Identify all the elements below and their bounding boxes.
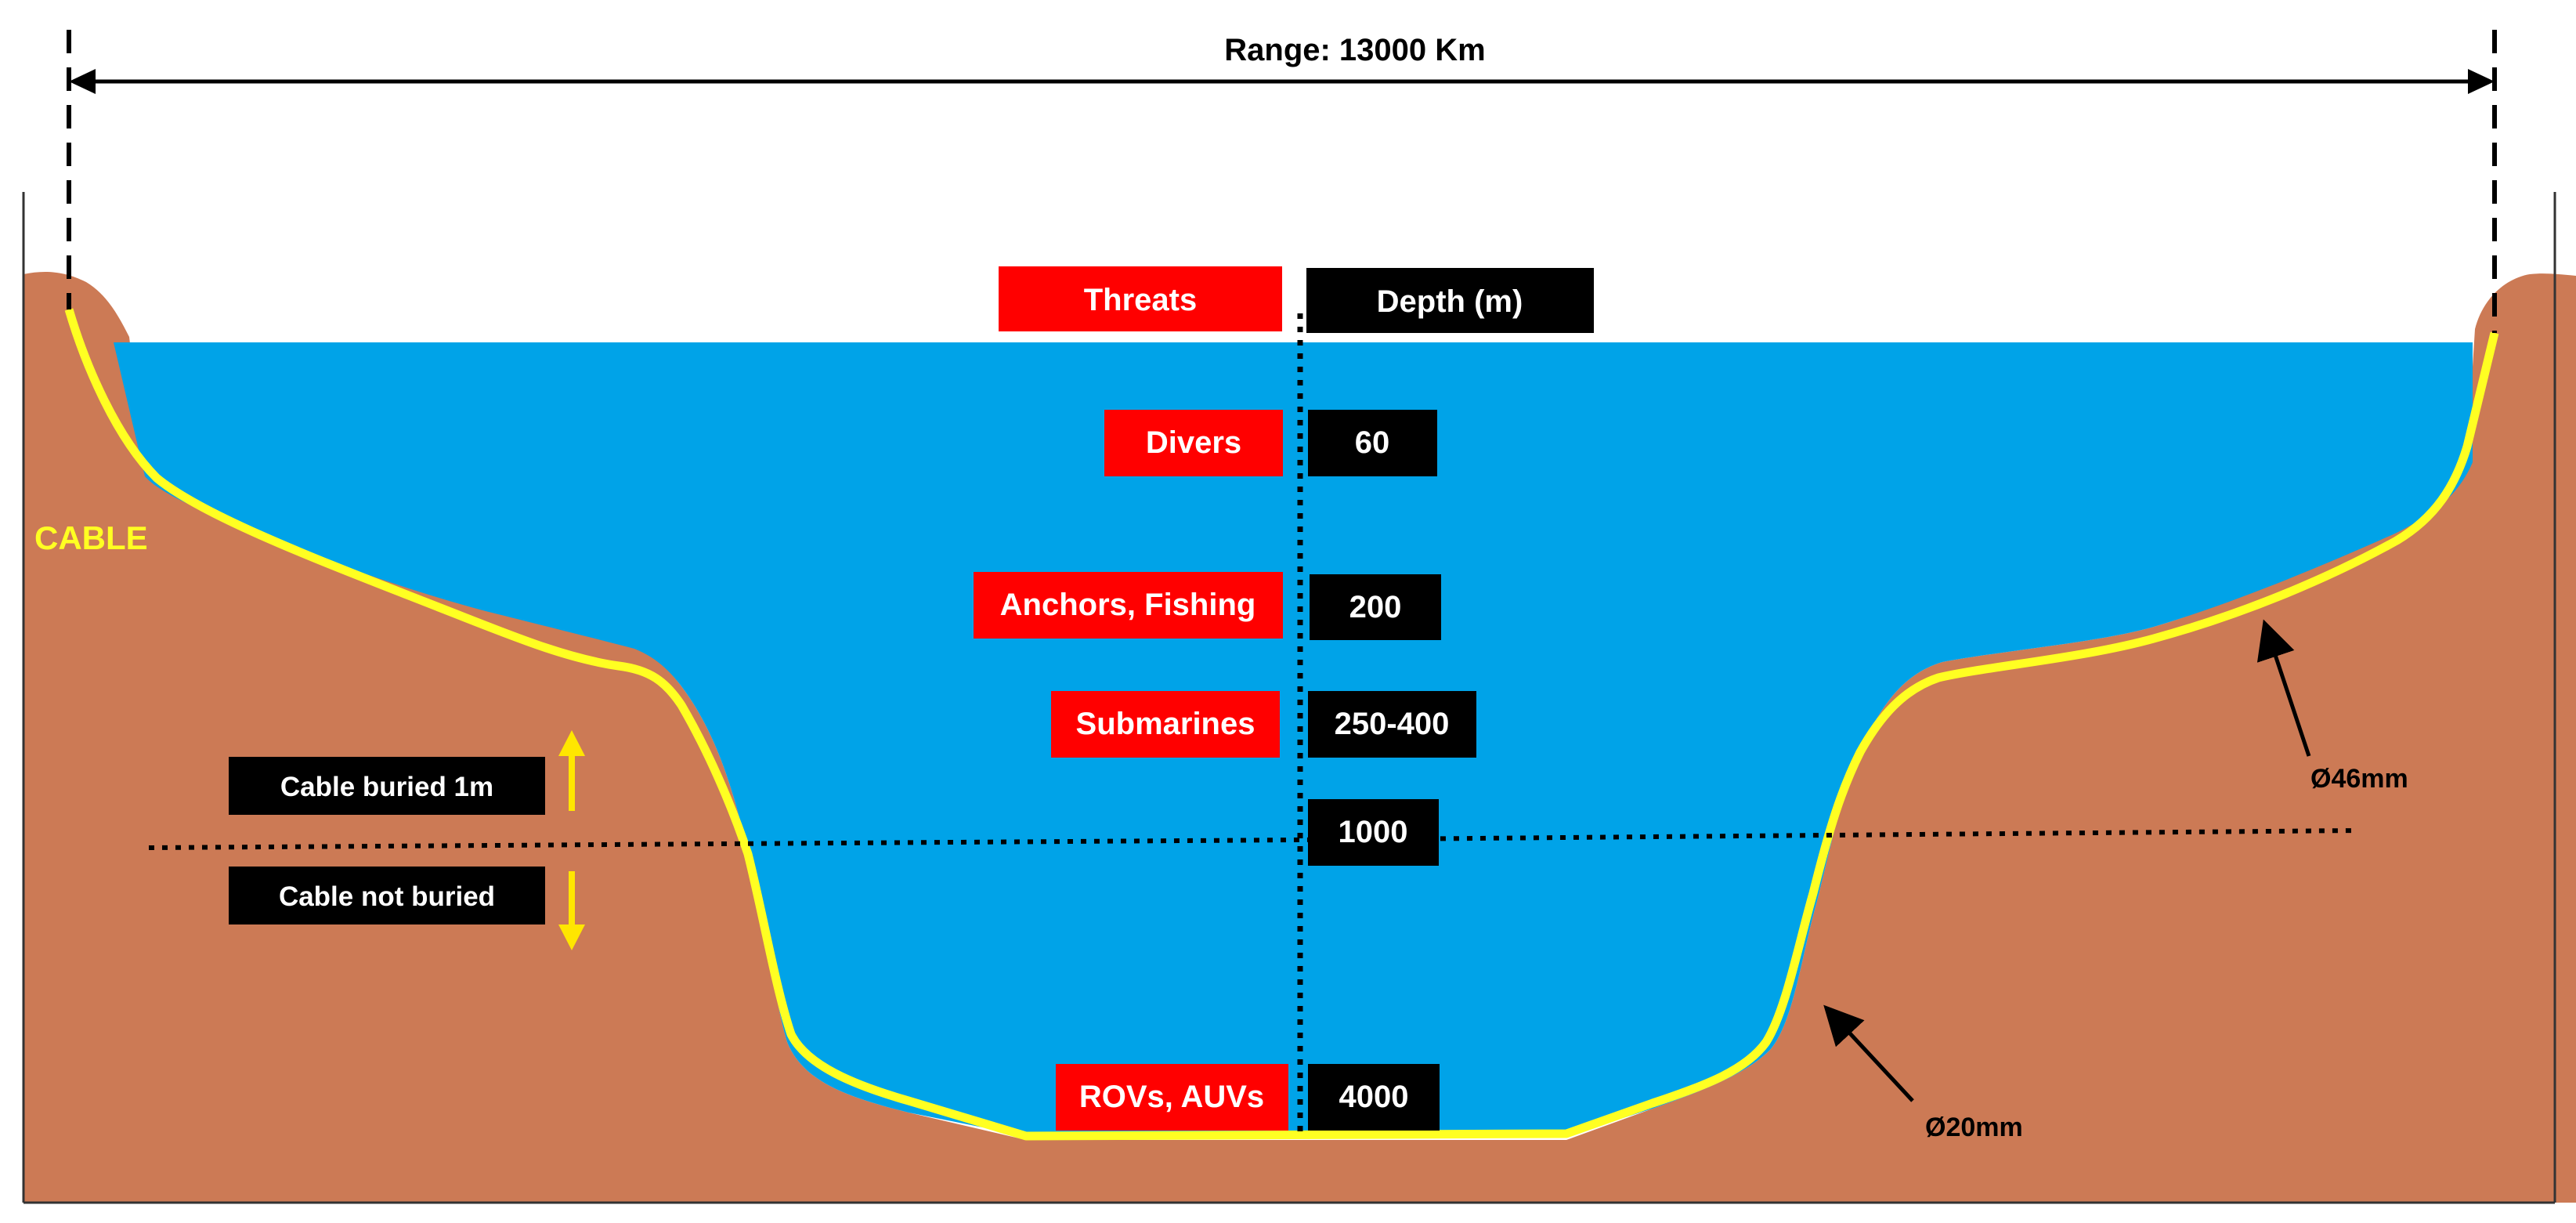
threat-box-anchors xyxy=(974,572,1283,639)
threat-box-submarines xyxy=(1051,691,1280,758)
cable-not-buried-box xyxy=(229,867,545,924)
diameter-20-label: Ø20mm xyxy=(1925,1113,2023,1142)
diameter-46-pointer xyxy=(2256,619,2311,757)
threats-header-box xyxy=(999,266,1282,331)
threat-label-anchors: Anchors, Fishing xyxy=(1000,588,1256,622)
ocean-water xyxy=(114,342,2473,1136)
cable-buried-box xyxy=(229,757,545,815)
depth-label-250-400: 250-400 xyxy=(1335,707,1450,741)
threat-label-divers: Divers xyxy=(1146,425,1241,460)
threat-label-rovs: ROVs, AUVs xyxy=(1079,1080,1264,1114)
depth-box-60 xyxy=(1308,410,1437,476)
range-arrowhead-right xyxy=(2468,69,2495,94)
threat-box-divers xyxy=(1104,410,1283,476)
not-buried-down-arrowhead xyxy=(558,924,585,950)
depth-box-200 xyxy=(1310,574,1441,640)
threat-box-rovs xyxy=(1056,1064,1288,1131)
threats-header: Threats xyxy=(1084,283,1198,317)
range-label: Range: 13000 Km xyxy=(1224,33,1485,67)
depth-label-4000: 4000 xyxy=(1339,1080,1409,1114)
cable-not-buried-label: Cable not buried xyxy=(279,881,495,912)
diameter-20-pointer xyxy=(1823,1004,1914,1102)
depth-box-1000 xyxy=(1308,799,1439,866)
depth-label-60: 60 xyxy=(1355,425,1390,460)
depth-header-box xyxy=(1306,268,1594,333)
threat-label-submarines: Submarines xyxy=(1076,707,1255,741)
depth-box-250-400 xyxy=(1308,691,1476,758)
cable-line xyxy=(64,308,2499,1141)
buried-up-arrowhead xyxy=(558,730,585,756)
seabed-ground xyxy=(23,272,2576,1203)
range-arrowhead-left xyxy=(69,69,96,94)
depth-box-4000 xyxy=(1308,1064,1440,1131)
cable-label: CABLE xyxy=(34,519,148,556)
diameter-46-label: Ø46mm xyxy=(2310,764,2408,794)
cable-buried-label: Cable buried 1m xyxy=(280,772,493,802)
depth-label-200: 200 xyxy=(1349,590,1402,624)
depth-header: Depth (m) xyxy=(1377,284,1523,319)
depth-label-1000: 1000 xyxy=(1339,815,1408,849)
